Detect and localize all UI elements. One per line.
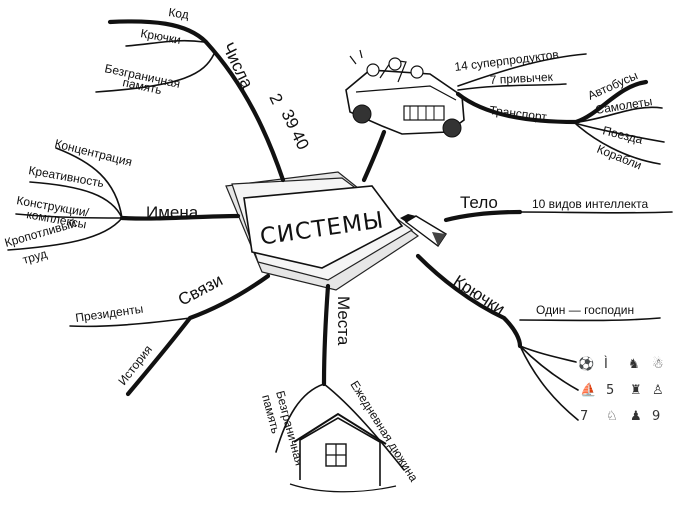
names-label: Имена [146, 203, 199, 222]
hooks-label: Крючки [450, 271, 509, 318]
branch-places: Места Безграничная память Ежедневная дюж… [259, 283, 421, 493]
house-icon [289, 412, 397, 493]
body-label: Тело [460, 193, 498, 212]
hook-symbol-candle-icon: Ì [604, 356, 608, 372]
center-node: СИСТЕМЫ [225, 171, 447, 291]
branch-car: 14 суперпродуктов 7 привычек Транспорт А… [345, 47, 665, 183]
car-illustration [345, 49, 465, 138]
hook-symbol-seven-icon: 7 [580, 409, 588, 424]
car-item-transport: Транспорт [489, 103, 548, 124]
branch-body: Тело 10 видов интеллекта [443, 193, 673, 223]
hook-symbol-swan-icon: ♞ [628, 357, 640, 372]
numbers-item-hooks: Крючки [139, 26, 181, 47]
body-item-intelligence: 10 видов интеллекта [532, 197, 649, 211]
branch-links: Связи Президенты История [69, 270, 271, 397]
hook-symbol-pawn-icon: ♙ [652, 383, 664, 398]
hook-symbol-knight-icon: ♘ [606, 409, 618, 424]
names-item-labor-2: труд [21, 247, 49, 267]
transport-ships: Корабли [595, 142, 644, 173]
links-item-presidents: Президенты [74, 302, 144, 325]
hook-symbol-piece-icon: ♟ [630, 409, 642, 424]
branch-names: Имена Концентрация Креативность Конструк… [3, 136, 241, 267]
links-item-history: История [115, 343, 155, 388]
hook-symbol-five-icon: 5 [606, 383, 614, 398]
numbers-value-40: 40 [287, 127, 312, 152]
names-item-concentration: Концентрация [53, 136, 133, 169]
hook-symbol-figure-icon: ☃ [652, 355, 664, 372]
hook-symbol-sail-icon: ⛵ [580, 382, 596, 398]
branch-hooks: Крючки Один — господин ⚽ Ì ♞ ☃ ⛵ 5 ♜ ♙ 7… [415, 253, 664, 424]
transport-planes: Самолеты [594, 94, 653, 117]
numbers-item-code: Код [168, 5, 190, 22]
car-item-habits: 7 привычек [489, 70, 553, 87]
transport-trains: Поезда [601, 123, 644, 146]
places-label: Места [334, 296, 353, 346]
numbers-value-2: 2 [265, 90, 286, 107]
pencil-icon [400, 214, 447, 248]
numbers-value-39: 39 [277, 106, 302, 131]
hook-symbols-grid: ⚽ Ì ♞ ☃ ⛵ 5 ♜ ♙ 7 ♘ ♟ 9 [577, 355, 664, 424]
hook-symbol-nine-icon: 9 [652, 409, 660, 424]
hook-symbol-ball-icon: ⚽ [577, 356, 594, 372]
hook-symbol-tower-icon: ♜ [630, 383, 642, 398]
hooks-item-one: Один — господин [536, 303, 634, 317]
